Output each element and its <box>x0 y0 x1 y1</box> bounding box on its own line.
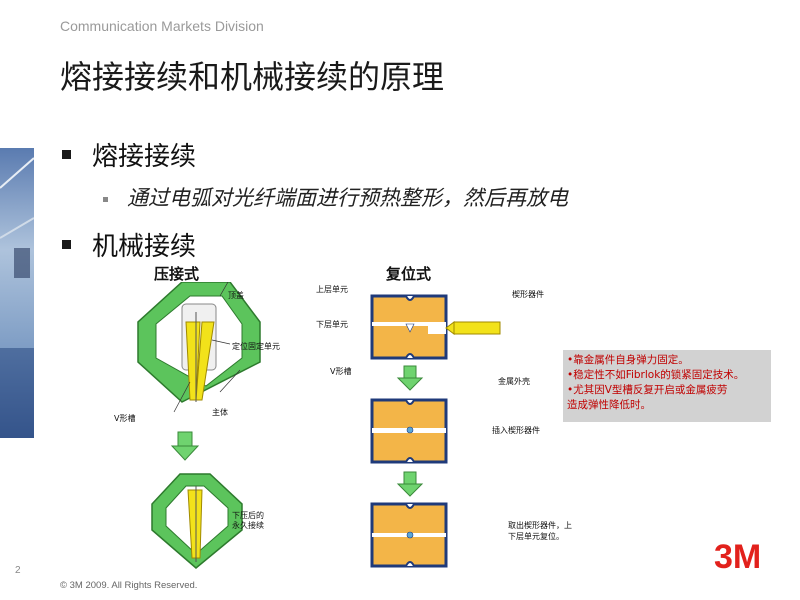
note-line: •稳定性不如Fibrlok的锁紧固定技术。 <box>567 369 745 381</box>
bullet-marker <box>62 150 71 159</box>
svg-text:3M: 3M <box>714 538 761 574</box>
copyright: © 3M 2009. All Rights Reserved. <box>60 580 198 591</box>
crimp-assembly-open <box>137 281 261 403</box>
reset-diagram-title: 复位式 <box>386 265 432 283</box>
label-upper-unit: 上层单元 <box>316 285 348 294</box>
bullet-fusion: 熔接接续 <box>92 142 197 172</box>
page-number: 2 <box>15 565 21 576</box>
label-insert-wedge: 插入楔形器件 <box>492 426 540 435</box>
label-metal-shell: 金属外壳 <box>498 377 530 386</box>
label-v-groove-crimp: V形槽 <box>114 414 136 423</box>
reset-block-inserted <box>370 398 448 464</box>
crimp-assembly-closed <box>151 473 243 569</box>
down-arrow-icon <box>396 471 424 497</box>
crimp-diagram <box>130 281 300 576</box>
note-line: 造成弹性降低时。 <box>567 399 651 411</box>
label-cap: 顶盖 <box>228 291 244 300</box>
reset-block-open <box>370 294 501 360</box>
note-line: •尤其因V型槽反复开启或金属疲劳 <box>567 384 728 396</box>
down-arrow-icon <box>396 365 424 391</box>
crimp-diagram-title: 压接式 <box>154 265 200 283</box>
label-remove-1: 取出楔形器件，上 <box>508 521 572 530</box>
sub-bullet-marker <box>103 197 108 202</box>
bullet-mechanical: 机械接续 <box>92 232 197 262</box>
label-body: 主体 <box>212 408 228 417</box>
note-box: •靠金属件自身弹力固定。 •稳定性不如Fibrlok的锁紧固定技术。 •尤其因V… <box>563 350 771 422</box>
label-lower-unit: 下层单元 <box>316 320 348 329</box>
slide-title: 熔接接续和机械接续的原理 <box>60 58 445 96</box>
reset-diagram <box>370 292 520 576</box>
label-fixing-unit: 定位固定单元 <box>232 342 280 351</box>
reset-block-closed <box>370 502 448 568</box>
down-arrow-icon <box>170 431 200 461</box>
side-photo <box>0 148 34 438</box>
label-v-groove-reset: V形槽 <box>330 367 352 376</box>
label-remove-2: 下层单元复位。 <box>508 532 564 541</box>
label-pressed-1: 下压后的 <box>232 511 264 520</box>
bullet-marker <box>62 240 71 249</box>
note-line: •靠金属件自身弹力固定。 <box>567 354 689 366</box>
label-pressed-2: 永久接续 <box>232 521 264 530</box>
sub-bullet-fusion: 通过电弧对光纤端面进行预热整形，然后再放电 <box>127 186 568 210</box>
3m-logo: 3M <box>714 538 772 578</box>
label-wedge: 楔形器件 <box>512 290 544 299</box>
division-name: Communication Markets Division <box>60 18 264 34</box>
